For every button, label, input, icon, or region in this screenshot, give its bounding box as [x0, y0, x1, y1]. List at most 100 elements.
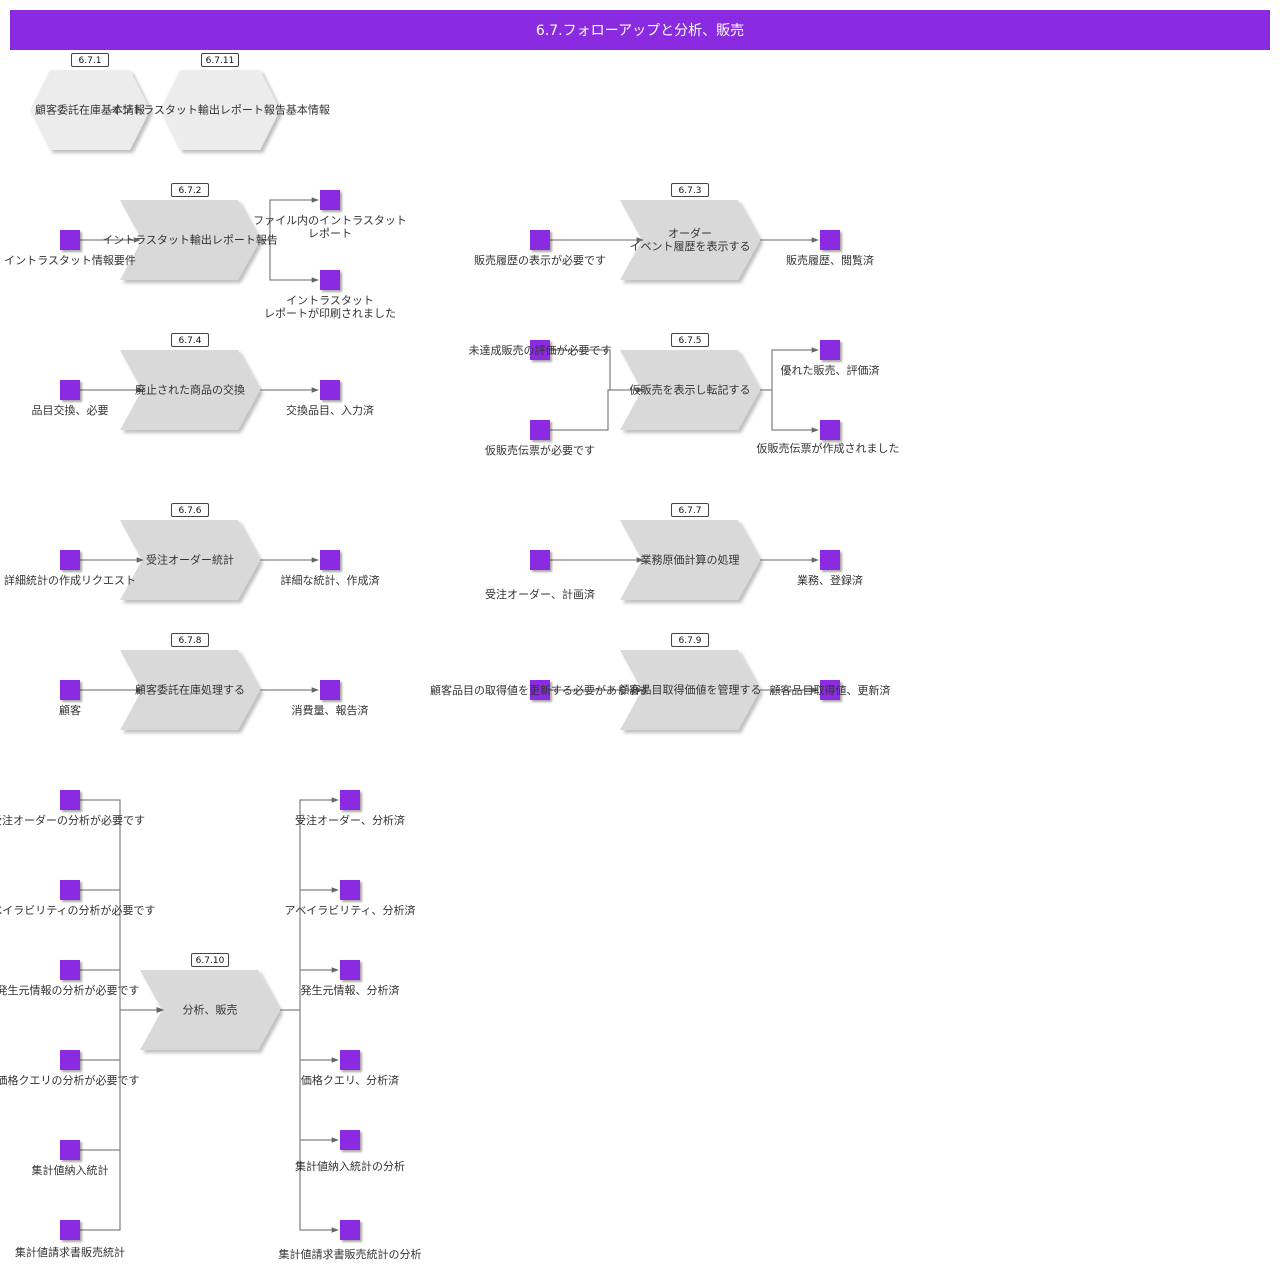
event-label: イントラスタット情報要件	[4, 254, 136, 267]
event-label: 交換品目、入力済	[286, 404, 374, 417]
process-shape-6-7-9[interactable]	[620, 650, 760, 730]
event-node[interactable]	[820, 340, 840, 360]
event-node[interactable]	[530, 230, 550, 250]
connector-arrow	[80, 1007, 164, 1231]
diagram-title: 6.7.フォローアップと分析、販売	[10, 10, 1270, 50]
event-node[interactable]	[60, 680, 80, 700]
event-label: ファイル内のイントラスタット レポート	[253, 214, 407, 240]
process-id-badge: 6.7.8	[171, 633, 209, 647]
process-id-badge: 6.7.9	[671, 633, 709, 647]
process-label: 顧客委託在庫処理する	[135, 683, 245, 697]
event-node[interactable]	[60, 550, 80, 570]
event-node[interactable]	[530, 550, 550, 570]
event-label: 受注オーダー、分析済	[295, 814, 405, 827]
event-label: 優れた販売、評価済	[780, 364, 880, 377]
connector-arrow	[760, 347, 819, 391]
event-label: 詳細統計の作成リクエスト	[4, 574, 136, 587]
process-label: イントラスタット輸出レポート報告基本情報	[110, 103, 330, 117]
connector-arrow	[260, 197, 319, 241]
event-label: 販売履歴の表示が必要です	[474, 254, 606, 267]
process-label: オーダー イベント履歴を表示する	[629, 227, 751, 253]
event-label: イントラスタット レポートが印刷されました	[264, 294, 396, 320]
process-label: 顧客品目取得価値を管理する	[618, 683, 762, 697]
process-id-badge: 6.7.1	[71, 53, 109, 67]
event-node[interactable]	[820, 680, 840, 700]
process-label: イントラスタット輸出レポート報告	[102, 233, 278, 247]
event-node[interactable]	[60, 1220, 80, 1240]
event-label: 発生元情報の分析が必要です	[0, 984, 140, 997]
connector-arrow	[771, 390, 819, 433]
event-label: 価格クエリ、分析済	[300, 1074, 400, 1087]
event-node[interactable]	[60, 1140, 80, 1160]
event-label: 詳細な統計、作成済	[280, 574, 380, 587]
event-label: アベイラビリティ、分析済	[284, 904, 416, 917]
event-node[interactable]	[820, 420, 840, 440]
process-id-badge: 6.7.7	[671, 503, 709, 517]
process-shape-6-7-3[interactable]	[620, 200, 760, 280]
event-label: 集計値請求書販売統計の分析	[278, 1248, 422, 1261]
process-id-badge: 6.7.3	[671, 183, 709, 197]
event-node[interactable]	[320, 270, 340, 290]
event-node[interactable]	[60, 1050, 80, 1070]
event-node[interactable]	[530, 680, 550, 700]
event-node[interactable]	[340, 1220, 360, 1240]
process-shape-6-7-7[interactable]	[620, 520, 760, 600]
event-label: 集計値請求書販売統計	[15, 1246, 125, 1259]
process-label: 受注オーダー統計	[146, 553, 234, 567]
event-label: 仮販売伝票が作成されました	[756, 442, 900, 455]
connector-arrow	[280, 1009, 339, 1063]
event-node[interactable]	[340, 1050, 360, 1070]
event-label: 販売履歴、閲覧済	[786, 254, 874, 267]
event-node[interactable]	[530, 340, 550, 360]
process-shape-6-7-8[interactable]	[120, 650, 260, 730]
event-node[interactable]	[340, 1130, 360, 1150]
event-node[interactable]	[340, 880, 360, 900]
event-node[interactable]	[60, 790, 80, 810]
connector-arrow	[550, 387, 644, 431]
event-label: 集計値納入統計の分析	[295, 1160, 405, 1173]
event-node[interactable]	[820, 550, 840, 570]
process-shape-6-7-11[interactable]	[160, 70, 280, 150]
event-label: 仮販売伝票が必要です	[485, 444, 595, 457]
event-label: 受注オーダー、計画済	[485, 588, 595, 601]
event-node[interactable]	[60, 380, 80, 400]
process-shape-6-7-10[interactable]	[140, 970, 280, 1050]
event-node[interactable]	[340, 960, 360, 980]
event-label: 業務、登録済	[797, 574, 863, 587]
event-node[interactable]	[60, 230, 80, 250]
connector-arrow	[280, 1009, 339, 1233]
event-node[interactable]	[530, 420, 550, 440]
event-label: アベイラビリティの分析が必要です	[0, 904, 156, 917]
event-node[interactable]	[320, 680, 340, 700]
process-label: 仮販売を表示し転記する	[629, 383, 751, 397]
event-node[interactable]	[60, 880, 80, 900]
process-shape-6-7-4[interactable]	[120, 350, 260, 430]
event-label: 発生元情報、分析済	[300, 984, 400, 997]
process-shape-6-7-1[interactable]	[30, 70, 150, 150]
connector-arrow	[269, 240, 319, 283]
process-shape-6-7-2[interactable]	[120, 200, 260, 280]
process-shape-6-7-6[interactable]	[120, 520, 260, 600]
process-label: 顧客委託在庫基本情報	[35, 103, 145, 117]
process-id-badge: 6.7.5	[671, 333, 709, 347]
event-label: 顧客品目取得値、更新済	[769, 684, 891, 697]
event-label: 品目交換、必要	[31, 404, 109, 417]
process-label: 分析、販売	[182, 1003, 238, 1017]
event-node[interactable]	[60, 960, 80, 980]
process-label: 廃止された商品の交換	[135, 383, 245, 397]
process-shape-6-7-5[interactable]	[620, 350, 760, 430]
event-node[interactable]	[820, 230, 840, 250]
event-label: 集計値納入統計	[31, 1164, 109, 1177]
event-node[interactable]	[340, 790, 360, 810]
event-label: 受注オーダーの分析が必要です	[0, 814, 145, 827]
process-label: 業務原価計算の処理	[640, 553, 740, 567]
event-label: 顧客品目の取得値を更新する必要があります	[430, 684, 650, 697]
process-id-badge: 6.7.4	[171, 333, 209, 347]
event-node[interactable]	[320, 550, 340, 570]
event-label: 顧客	[59, 704, 81, 717]
event-node[interactable]	[320, 190, 340, 210]
event-node[interactable]	[320, 380, 340, 400]
event-label: 未達成販売の評価が必要です	[468, 344, 612, 357]
